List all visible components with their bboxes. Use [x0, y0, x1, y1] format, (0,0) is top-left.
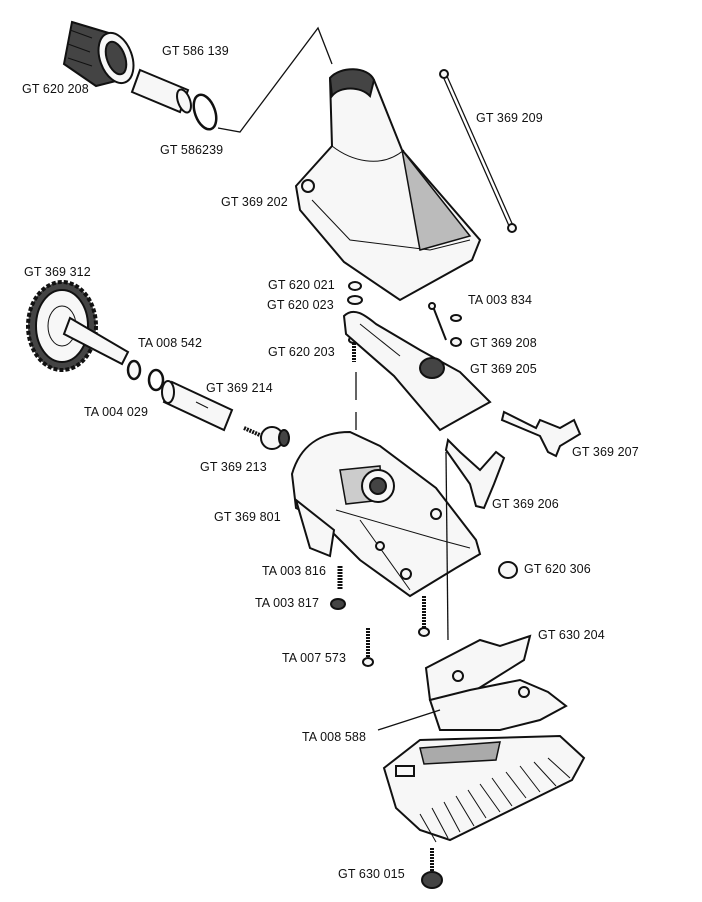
- part-gt369801: [290, 430, 482, 598]
- label-gt369208: GT 369 208: [470, 336, 537, 350]
- part-ta007573: [362, 628, 374, 667]
- label-gt369213: GT 369 213: [200, 460, 267, 474]
- label-ta007573: TA 007 573: [282, 651, 347, 665]
- label-gt620306: GT 620 306: [524, 562, 591, 576]
- part-bottom-screw: [421, 848, 443, 889]
- label-gt369312: GT 369 312: [24, 265, 91, 279]
- label-gt369206: GT 369 206: [492, 497, 559, 511]
- part-screw-lower: [418, 596, 430, 637]
- part-gt369213: [243, 426, 290, 450]
- part-gt369207: [500, 410, 582, 458]
- part-ta004029: [147, 368, 165, 392]
- part-gt620208: [62, 20, 135, 88]
- part-gt620306: [498, 561, 518, 579]
- label-ta004029: TA 004 029: [84, 405, 149, 419]
- label-gt369205: GT 369 205: [470, 362, 537, 376]
- label-ta003816: TA 003 816: [262, 564, 327, 578]
- part-gt620021-023: [347, 281, 363, 305]
- label-gt369209: GT 369 209: [476, 111, 543, 125]
- label-gt630015: GT 630 015: [338, 867, 405, 881]
- part-gt369205: [342, 310, 492, 432]
- label-gt369801: GT 369 801: [214, 510, 281, 524]
- label-gt620203: GT 620 203: [268, 345, 335, 359]
- label-gt369207: GT 369 207: [572, 445, 639, 459]
- label-ta003834: TA 003 834: [468, 293, 533, 307]
- label-gt369214: GT 369 214: [206, 381, 273, 395]
- part-gt586139: [130, 68, 192, 114]
- part-gt630015: [382, 734, 586, 843]
- part-gt369214: [161, 380, 234, 432]
- label-ta003817: TA 003 817: [255, 596, 320, 610]
- label-gt586239: GT 586239: [160, 143, 224, 157]
- part-ta008542: [126, 359, 142, 381]
- part-gt630204: [424, 634, 568, 731]
- label-gt630204: GT 630 204: [538, 628, 605, 642]
- label-gt620021: GT 620 021: [268, 278, 335, 292]
- part-gt369209: [439, 69, 517, 233]
- label-gt620208: GT 620 208: [22, 82, 89, 96]
- part-gt369202: [294, 68, 482, 302]
- part-ta003817: [330, 598, 346, 610]
- part-ta003834: [428, 302, 462, 341]
- label-ta008588: TA 008 588: [302, 730, 367, 744]
- part-gt369208: [450, 337, 462, 347]
- part-gt369206: [444, 437, 506, 510]
- part-gt586239: [192, 93, 218, 131]
- label-gt586139: GT 586 139: [162, 44, 229, 58]
- label-gt369202: GT 369 202: [221, 195, 288, 209]
- label-gt620023: GT 620 023: [267, 298, 334, 312]
- part-gt369312: [26, 280, 130, 372]
- label-ta008542: TA 008 542: [138, 336, 203, 350]
